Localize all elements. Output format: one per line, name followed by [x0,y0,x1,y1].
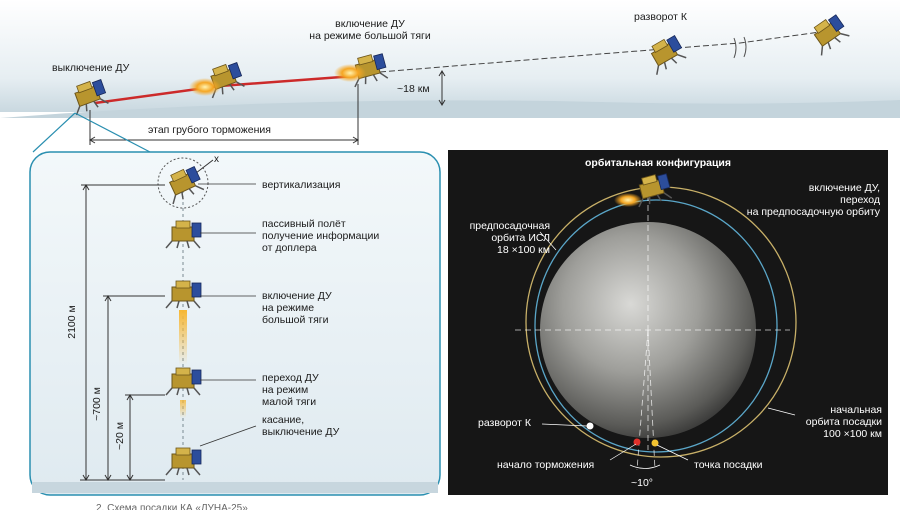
label-pre-orbit-line1: предпосадочная [469,220,550,232]
label-engine-on-line1: включение ДУ [335,18,405,30]
label-turn: разворот К [634,11,687,23]
label-initial-orbit-line2: орбита посадки [805,416,882,428]
label-orbit-title: орбитальная конфигурация [585,157,731,169]
label-pre-orbit-line2: орбита ИСЛ [491,232,550,244]
engine-plume [179,310,187,365]
descent-ground [32,482,438,493]
pre-landing-orbit [534,199,778,453]
label-pre-orbit-line3: 18 ×100 км [497,244,550,256]
label-orbit-engine-on-line1: включение ДУ, [808,182,880,194]
label-orbit-engine-on-line3: на предпосадочную орбиту [746,206,880,218]
label-touchdown: касание, выключение ДУ [262,414,339,438]
label-descent-engine-on-line3: большой тяги [262,314,329,326]
label-passive-line2: получение информации [262,230,380,242]
landing-point [651,439,659,447]
label-landing-point: точка посадки [694,459,763,471]
horizon-ground [0,100,900,118]
label-engine-on: включение ДУ на режиме большой тяги [290,18,450,42]
leader-lines [198,183,257,447]
flame-1 [189,78,221,96]
label-low-thrust: переход ДУ на режим малой тяги [262,372,319,408]
break-marks [733,36,747,59]
top-sky [0,0,900,112]
label-low-thrust-line1: переход ДУ [262,372,319,384]
zoom-connector [32,112,151,153]
label-angle: ~10° [631,477,654,489]
label-axis-x: x [214,154,219,165]
label-descent-engine-on-line1: включение ДУ [262,290,332,302]
rotation-circle [157,157,209,209]
label-low-thrust-line2: на режим [262,384,309,396]
label-height-2100: 2100 м [66,305,78,339]
label-descent-engine-on: включение ДУ на режиме большой тяги [262,290,332,326]
label-touchdown-line2: выключение ДУ [262,426,340,438]
label-passive-line1: пассивный полёт [262,218,346,230]
flame-2 [334,64,366,82]
label-passive-line3: от доплера [262,242,317,254]
label-braking-stage: этап грубого торможения [148,124,271,136]
orbit-leader-lines [539,231,796,461]
label-shutdown: выключение ДУ [52,62,130,74]
turn-point [586,422,594,430]
label-height-700: ~700 м [91,387,103,421]
label-low-thrust-line3: малой тяги [262,396,317,408]
label-initial-orbit-line3: 100 ×100 км [823,428,882,440]
label-braking-start: начало торможения [497,459,595,471]
label-descent-engine-on-line2: на режиме [262,302,315,314]
label-touchdown-line1: касание, [262,414,305,426]
braking-start-point [633,438,641,446]
label-orbit-engine-on-line2: переход [840,194,880,206]
label-initial-orbit: начальная орбита посадки 100 ×100 км [760,404,882,440]
height-dimensions [80,184,165,481]
label-verticalization: вертикализация [262,179,341,191]
label-engine-on-line2: на режиме большой тяги [309,30,431,42]
label-passive: пассивный полёт получение информации от … [262,218,379,254]
label-altitude: ~18 км [397,83,430,95]
label-pre-orbit: предпосадочная орбита ИСЛ 18 ×100 км [448,220,550,256]
label-initial-orbit-line1: начальная [830,404,882,416]
label-height-20: ~20 м [114,422,126,450]
label-orbit-engine-on: включение ДУ, переход на предпосадочную … [720,182,880,218]
descent-panel [29,151,441,496]
label-orbit-turn: разворот К [478,417,531,429]
figure-caption: 2. Схема посадки КА «ЛУНА-25» [96,503,248,510]
